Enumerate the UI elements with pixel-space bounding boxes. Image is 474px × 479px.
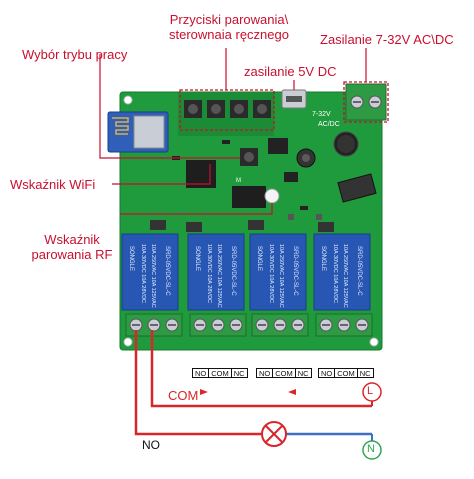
rf-pairing-indicator-label: Wskaźnik parowania RF bbox=[28, 232, 116, 262]
terminal-nc: NC bbox=[359, 369, 371, 378]
relay-model: SRD-05VDC-SL-C bbox=[292, 246, 298, 296]
power-supply-label: Zasilanie 7-32V AC\DC bbox=[320, 32, 454, 47]
wifi-indicator-label: Wskaźnik WiFi bbox=[10, 177, 96, 192]
relay: SRD-05VDC-SL-C 10A 250VAC 10A 125VAC 10A 3… bbox=[249, 233, 307, 311]
relay-rating: 10A 250VAC 10A 125VAC bbox=[278, 244, 284, 308]
antenna-trace bbox=[112, 117, 129, 135]
rf-module bbox=[337, 173, 377, 203]
relay-brand: SONGLE bbox=[320, 246, 326, 271]
rf-pairing-label-line1: Wskaźnik bbox=[44, 232, 100, 247]
terminal-block bbox=[125, 313, 183, 337]
terminal-no: NO bbox=[193, 369, 210, 378]
terminal-com: COM bbox=[335, 369, 358, 378]
acdc-mark: AC/DC bbox=[318, 121, 340, 128]
no-wire-label: NO bbox=[142, 438, 160, 452]
terminal-com: COM bbox=[209, 369, 232, 378]
terminal-block bbox=[251, 313, 309, 337]
relay-rating: 10A 250VAC 10A 125VAC bbox=[342, 244, 348, 308]
terminal-nc: NC bbox=[233, 369, 245, 378]
power-highlight bbox=[343, 81, 389, 123]
pairing-buttons-label: Przyciski parowania\ sterownaia ręcznego bbox=[162, 12, 296, 42]
pairing-buttons-label-line1: Przyciski parowania\ bbox=[169, 12, 289, 27]
relay-model: SRD-05VDC-SL-C bbox=[356, 246, 362, 296]
relay-model: SRD-05VDC-SL-C bbox=[164, 246, 170, 296]
relay: SRD-05VDC-SL-C 10A 250VAC 10A 125VAC 10A 3… bbox=[313, 233, 371, 311]
relays: SRD-05VDC-SL-C 10A 250VAC 10A 125VAC 10A 3… bbox=[121, 233, 371, 311]
relay-model: SRD-05VDC-SL-C bbox=[230, 246, 236, 296]
relay-brand: SONGLE bbox=[256, 246, 262, 271]
small-ic bbox=[284, 172, 298, 182]
live-letter: L bbox=[367, 385, 374, 397]
main-ic bbox=[186, 160, 216, 188]
terminal-block bbox=[189, 313, 247, 337]
pairing-buttons bbox=[184, 100, 271, 118]
chip-mark: M bbox=[236, 178, 241, 184]
regulator-ic bbox=[268, 138, 288, 154]
rf-decoder-ic bbox=[232, 186, 266, 208]
relay-brand: SONGLE bbox=[128, 246, 134, 271]
terminal-no: NO bbox=[257, 369, 274, 378]
terminal-no: NO bbox=[319, 369, 336, 378]
relay-brand: SONGLE bbox=[194, 246, 200, 271]
terminal-block bbox=[315, 313, 373, 337]
relay-rating: 10A 30VDC 10A 28VDC bbox=[332, 244, 338, 303]
rf-pairing-label-line2: parowania RF bbox=[31, 247, 113, 262]
mounting-hole bbox=[123, 337, 133, 347]
usb-port-slot bbox=[286, 96, 302, 102]
mounting-hole bbox=[123, 95, 133, 105]
relay-rating: 10A 250VAC 10A 125VAC bbox=[216, 244, 222, 308]
relay: SRD-05VDC-SL-C 10A 250VAC 10A 125VAC 10A 3… bbox=[121, 233, 179, 311]
status-led bbox=[264, 188, 280, 204]
pairing-buttons-label-line2: sterownaia ręcznego bbox=[169, 27, 289, 42]
terminal-nc: NC bbox=[297, 369, 309, 378]
terminal-com: COM bbox=[273, 369, 296, 378]
relay-rating: 10A 250VAC 10A 125VAC bbox=[150, 244, 156, 308]
buttons-highlight bbox=[179, 89, 275, 131]
com-wire-label: COM bbox=[168, 388, 199, 403]
mounting-hole bbox=[369, 337, 379, 347]
mode-select-label: Wybór trybu pracy bbox=[22, 47, 128, 62]
voltage-mark: 7-32V bbox=[312, 111, 331, 118]
relay-rating: 10A 30VDC 10A 28VDC bbox=[268, 244, 274, 303]
wifi-module-shield bbox=[133, 115, 165, 149]
usb-power-label: zasilanie 5V DC bbox=[244, 64, 337, 79]
relay: SRD-05VDC-SL-C 10A 250VAC 10A 125VAC 10A 3… bbox=[187, 233, 245, 311]
relay-rating: 10A 30VDC 10A 28VDC bbox=[140, 244, 146, 303]
neutral-letter: N bbox=[367, 443, 375, 455]
relay-rating: 10A 30VDC 10A 28VDC bbox=[206, 244, 212, 303]
